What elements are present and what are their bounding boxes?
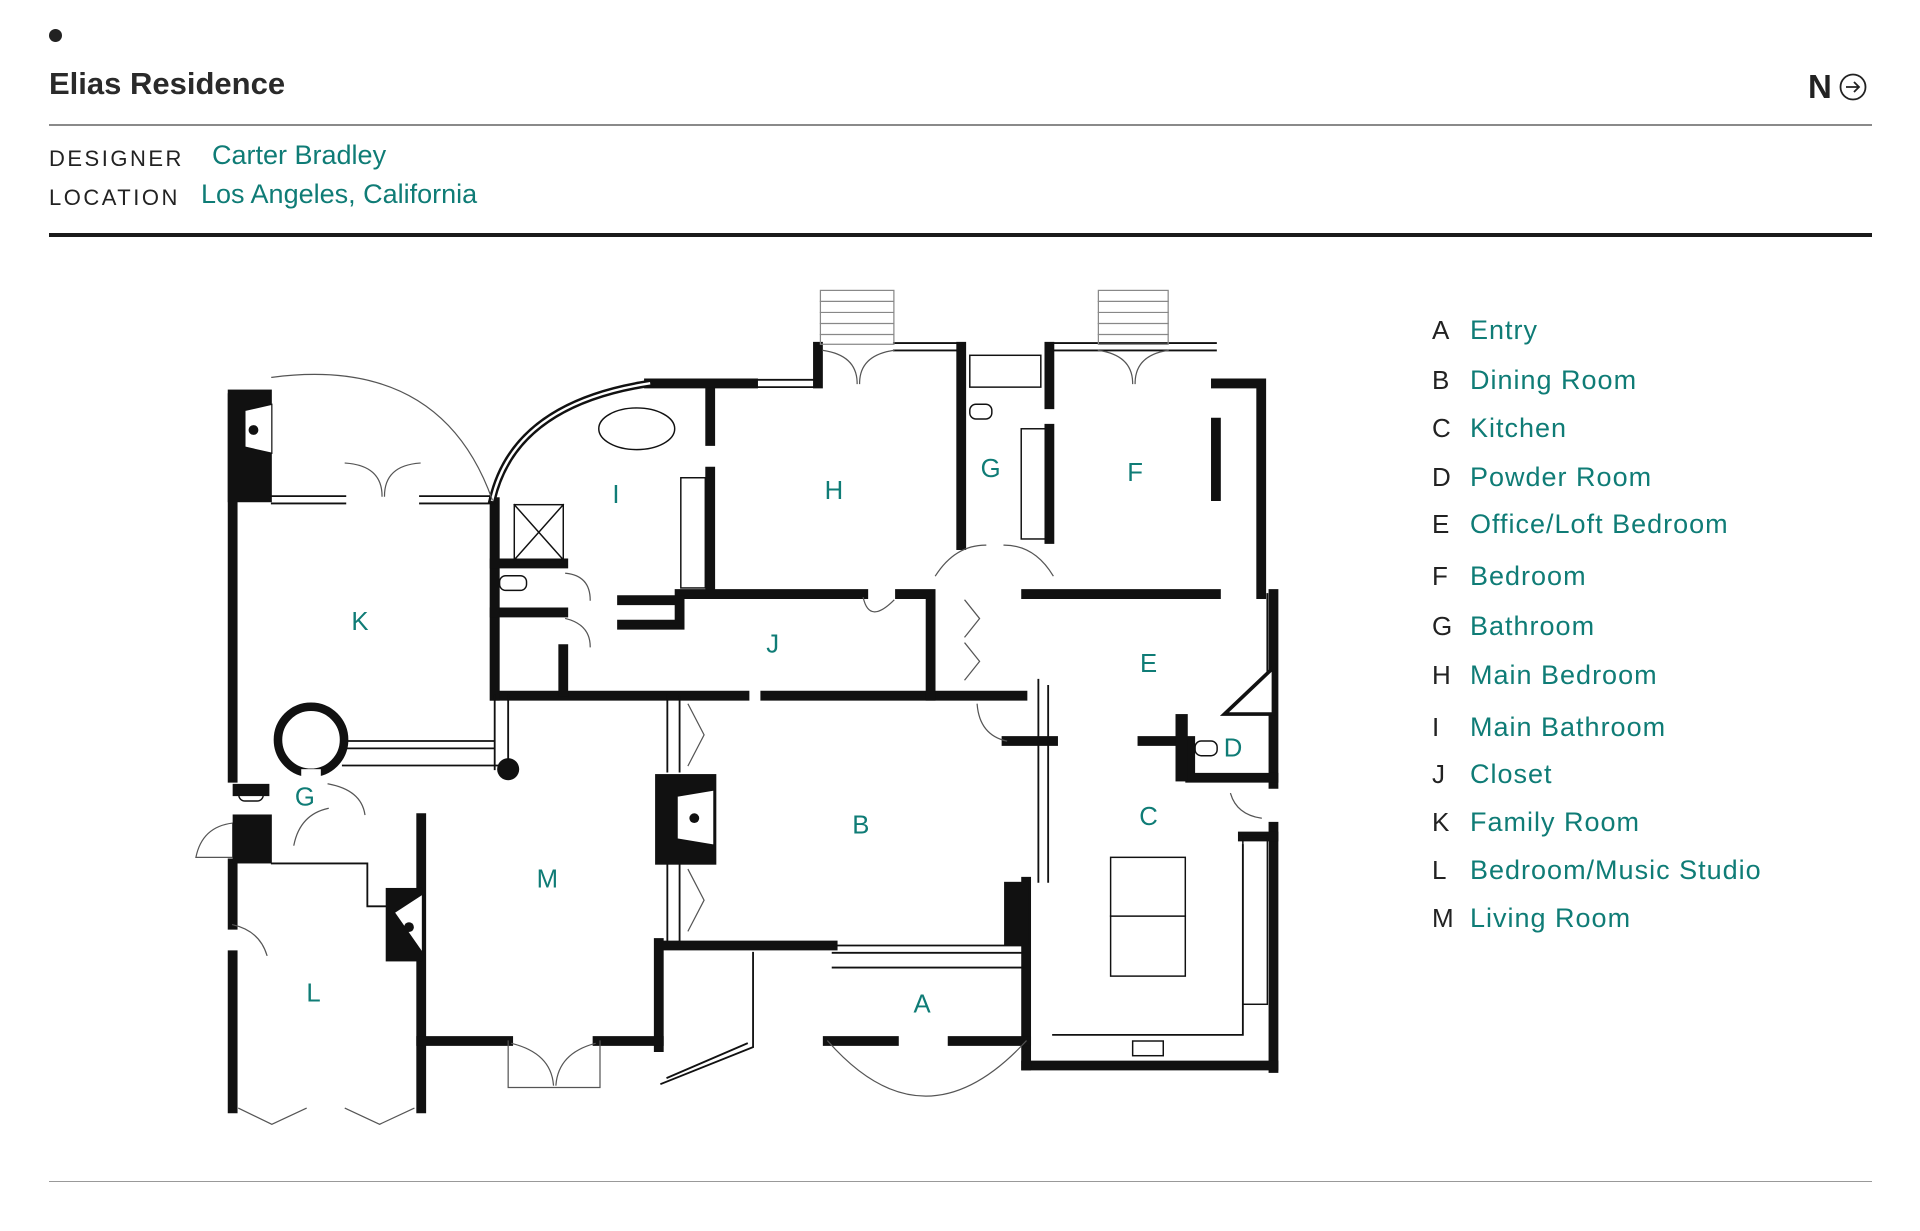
arrow-right-circle-icon: [1839, 73, 1867, 101]
curved-wall: [487, 379, 654, 505]
legend-item: K Family Room: [1432, 805, 1640, 839]
legend-name: Family Room: [1470, 806, 1641, 837]
page-title: Elias Residence: [49, 66, 286, 101]
room-label-d: D: [1224, 734, 1243, 762]
designer-value: Carter Bradley: [212, 140, 387, 170]
designer-label: DESIGNER: [49, 146, 184, 171]
legend-item: E Office/Loft Bedroom: [1432, 507, 1729, 541]
footer-divider: [49, 1181, 1872, 1182]
room-labels: A B C D E F G G H I J K L M: [295, 455, 1242, 1018]
room-label-a: A: [913, 990, 931, 1018]
legend-key: F: [1432, 560, 1448, 591]
room-label-c: C: [1139, 803, 1158, 831]
legend-key: I: [1432, 711, 1440, 742]
legend-name: Bedroom/Music Studio: [1470, 854, 1762, 885]
legend-item: G Bathroom: [1432, 609, 1595, 643]
legend-name: Bathroom: [1470, 610, 1596, 641]
legend-name: Dining Room: [1470, 364, 1638, 395]
round-closet: [273, 702, 349, 778]
legend-key: C: [1432, 412, 1451, 443]
location-label: LOCATION: [49, 185, 180, 210]
legend-item: D Powder Room: [1432, 460, 1652, 494]
room-label-g-lower: G: [295, 783, 315, 811]
legend-item: J Closet: [1432, 757, 1553, 791]
room-label-g-upper: G: [981, 455, 1001, 483]
legend-name: Entry: [1470, 314, 1539, 345]
legend-item: F Bedroom: [1432, 559, 1587, 593]
header-divider: [49, 124, 1872, 126]
legend-key: H: [1432, 659, 1451, 690]
bullet-dot: [49, 29, 62, 42]
legend-item: H Main Bedroom: [1432, 658, 1658, 692]
stairs: [819, 289, 1169, 345]
room-label-m: M: [537, 865, 558, 893]
legend-name: Living Room: [1470, 902, 1632, 933]
legend-name: Powder Room: [1470, 461, 1653, 492]
legend-key: D: [1432, 461, 1451, 492]
legend-name: Main Bedroom: [1470, 659, 1658, 690]
room-label-h: H: [825, 477, 844, 505]
legend-name: Kitchen: [1470, 412, 1568, 443]
fixtures: [238, 354, 1269, 1057]
legend-key: G: [1432, 610, 1453, 641]
column: [497, 758, 520, 781]
legend-name: Bedroom: [1470, 560, 1587, 591]
room-label-k: K: [351, 608, 368, 636]
thin-walls: [270, 342, 1277, 1086]
legend-item: M Living Room: [1432, 901, 1631, 935]
legend-key: A: [1432, 314, 1450, 345]
legend-item: I Main Bathroom: [1432, 710, 1666, 744]
legend-name: Office/Loft Bedroom: [1470, 508, 1729, 539]
room-label-b: B: [852, 812, 869, 840]
legend-key: M: [1432, 902, 1454, 933]
legend-item: B Dining Room: [1432, 363, 1637, 397]
legend-item: A Entry: [1432, 313, 1538, 347]
legend-key: J: [1432, 758, 1445, 789]
door-swings: [195, 349, 1262, 1125]
legend-name: Closet: [1470, 758, 1553, 789]
section-divider: [49, 233, 1872, 237]
legend-key: E: [1432, 508, 1450, 539]
north-label: N: [1808, 68, 1832, 105]
room-label-i: I: [612, 481, 619, 509]
location-value: Los Angeles, California: [201, 179, 478, 209]
room-label-l: L: [306, 979, 320, 1007]
legend-name: Main Bathroom: [1470, 711, 1667, 742]
room-label-e: E: [1140, 650, 1157, 678]
room-label-f: F: [1127, 459, 1143, 487]
legend-item: L Bedroom/Music Studio: [1432, 853, 1762, 887]
legend-key: L: [1432, 854, 1447, 885]
legend-key: B: [1432, 364, 1450, 395]
room-label-j: J: [766, 630, 779, 658]
legend-key: K: [1432, 806, 1450, 837]
legend-item: C Kitchen: [1432, 411, 1567, 445]
north-indicator: N: [1808, 68, 1868, 106]
